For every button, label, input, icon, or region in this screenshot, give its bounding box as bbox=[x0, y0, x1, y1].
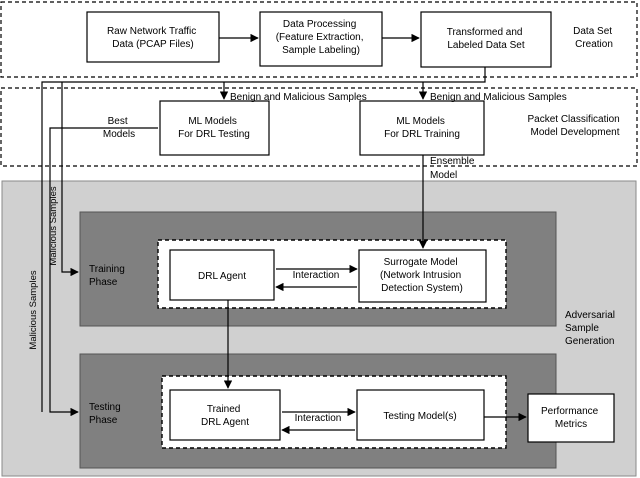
transformed-dataset-label: Transformed and Labeled Data Set bbox=[447, 27, 526, 51]
testing-models-label: Testing Model(s) bbox=[383, 411, 456, 422]
ml-testing-box bbox=[159, 100, 270, 156]
surrogate-model-box bbox=[358, 249, 487, 303]
surrogate-model-label: Surrogate Model (Network Intrusion Detec… bbox=[380, 257, 464, 294]
data-set-creation-section bbox=[0, 1, 638, 78]
trained-agent-box bbox=[169, 389, 281, 441]
testing-models-box bbox=[356, 389, 485, 441]
packet-classification-section bbox=[0, 87, 638, 167]
trained-agent-label: Trained DRL Agent bbox=[201, 404, 249, 428]
performance-metrics-label: Performance Metrics bbox=[541, 406, 601, 430]
data-processing-box bbox=[259, 11, 383, 67]
benign-right-label: Benign and Malicious Samples bbox=[430, 92, 567, 103]
ml-training-box bbox=[359, 100, 485, 156]
raw-traffic-label: Raw Network Traffic Data (PCAP Files) bbox=[107, 26, 199, 50]
raw-traffic-box bbox=[86, 11, 220, 63]
malicious-outer-label: Malicious Samples bbox=[28, 270, 39, 349]
best-models-label: Best Models bbox=[103, 116, 135, 140]
drl-agent-box bbox=[169, 249, 275, 301]
malicious-inner-label: Malicious Samples bbox=[48, 186, 59, 265]
data-processing-label: Data Processing (Feature Extraction, Sam… bbox=[276, 19, 367, 56]
drl-agent-label: DRL Agent bbox=[198, 271, 246, 282]
training-phase-label: Training Phase bbox=[89, 264, 128, 288]
ensemble-model-label: Ensemble Model bbox=[430, 156, 477, 181]
interaction-training-label: Interaction bbox=[293, 270, 340, 281]
ml-testing-label: ML Models For DRL Testing bbox=[178, 116, 250, 140]
malicious-outer-line bbox=[41, 67, 486, 412]
malicious-training-arrow bbox=[61, 82, 79, 277]
benign-left-label: Benign and Malicious Samples bbox=[230, 92, 367, 103]
interaction-testing-label: Interaction bbox=[295, 413, 342, 424]
data-set-creation-label: Data Set Creation bbox=[573, 26, 615, 50]
adversarial-generation-label: Adversarial Sample Generation bbox=[565, 310, 618, 347]
testing-phase-label: Testing Phase bbox=[89, 402, 123, 426]
transformed-dataset-box bbox=[420, 11, 552, 68]
packet-classification-label: Packet Classification Model Development bbox=[527, 114, 622, 138]
best-models-arrow bbox=[49, 127, 158, 417]
performance-metrics-box bbox=[527, 393, 615, 443]
ml-training-label: ML Models For DRL Training bbox=[384, 116, 460, 140]
